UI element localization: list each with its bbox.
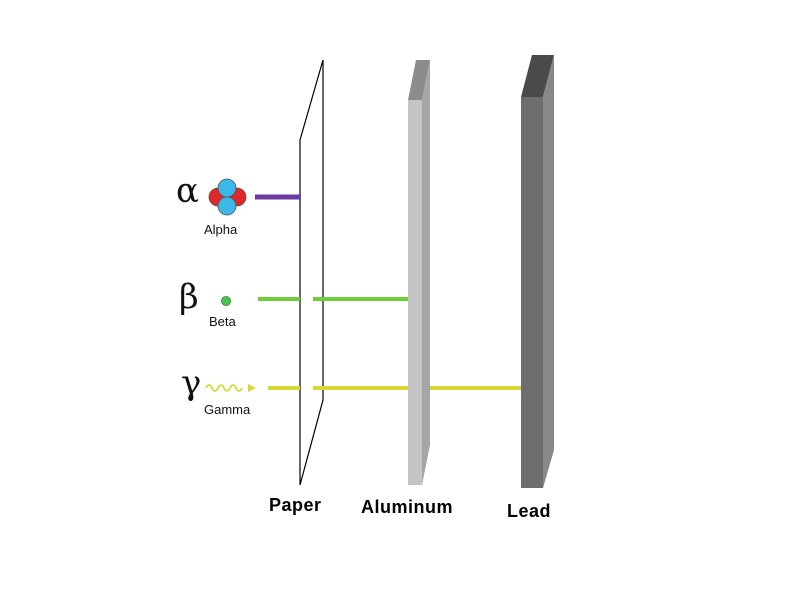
aluminum-label: Aluminum <box>361 497 453 517</box>
gamma-symbol: γ <box>181 363 202 403</box>
aluminum-slab <box>408 60 430 485</box>
alpha-symbol: α <box>176 171 199 211</box>
beta-label: Beta <box>209 314 236 329</box>
lead-label: Lead <box>507 501 552 521</box>
beta-particle-icon <box>221 296 231 306</box>
gamma-label: Gamma <box>204 402 251 417</box>
alpha-label: Alpha <box>204 222 238 237</box>
beta-symbol: β <box>179 277 199 317</box>
paper-sheet <box>299 59 324 486</box>
gamma-wave-icon <box>205 384 256 392</box>
paper-label: Paper <box>269 495 322 515</box>
alpha-particle-icon <box>208 178 247 216</box>
lead-slab <box>521 55 554 488</box>
